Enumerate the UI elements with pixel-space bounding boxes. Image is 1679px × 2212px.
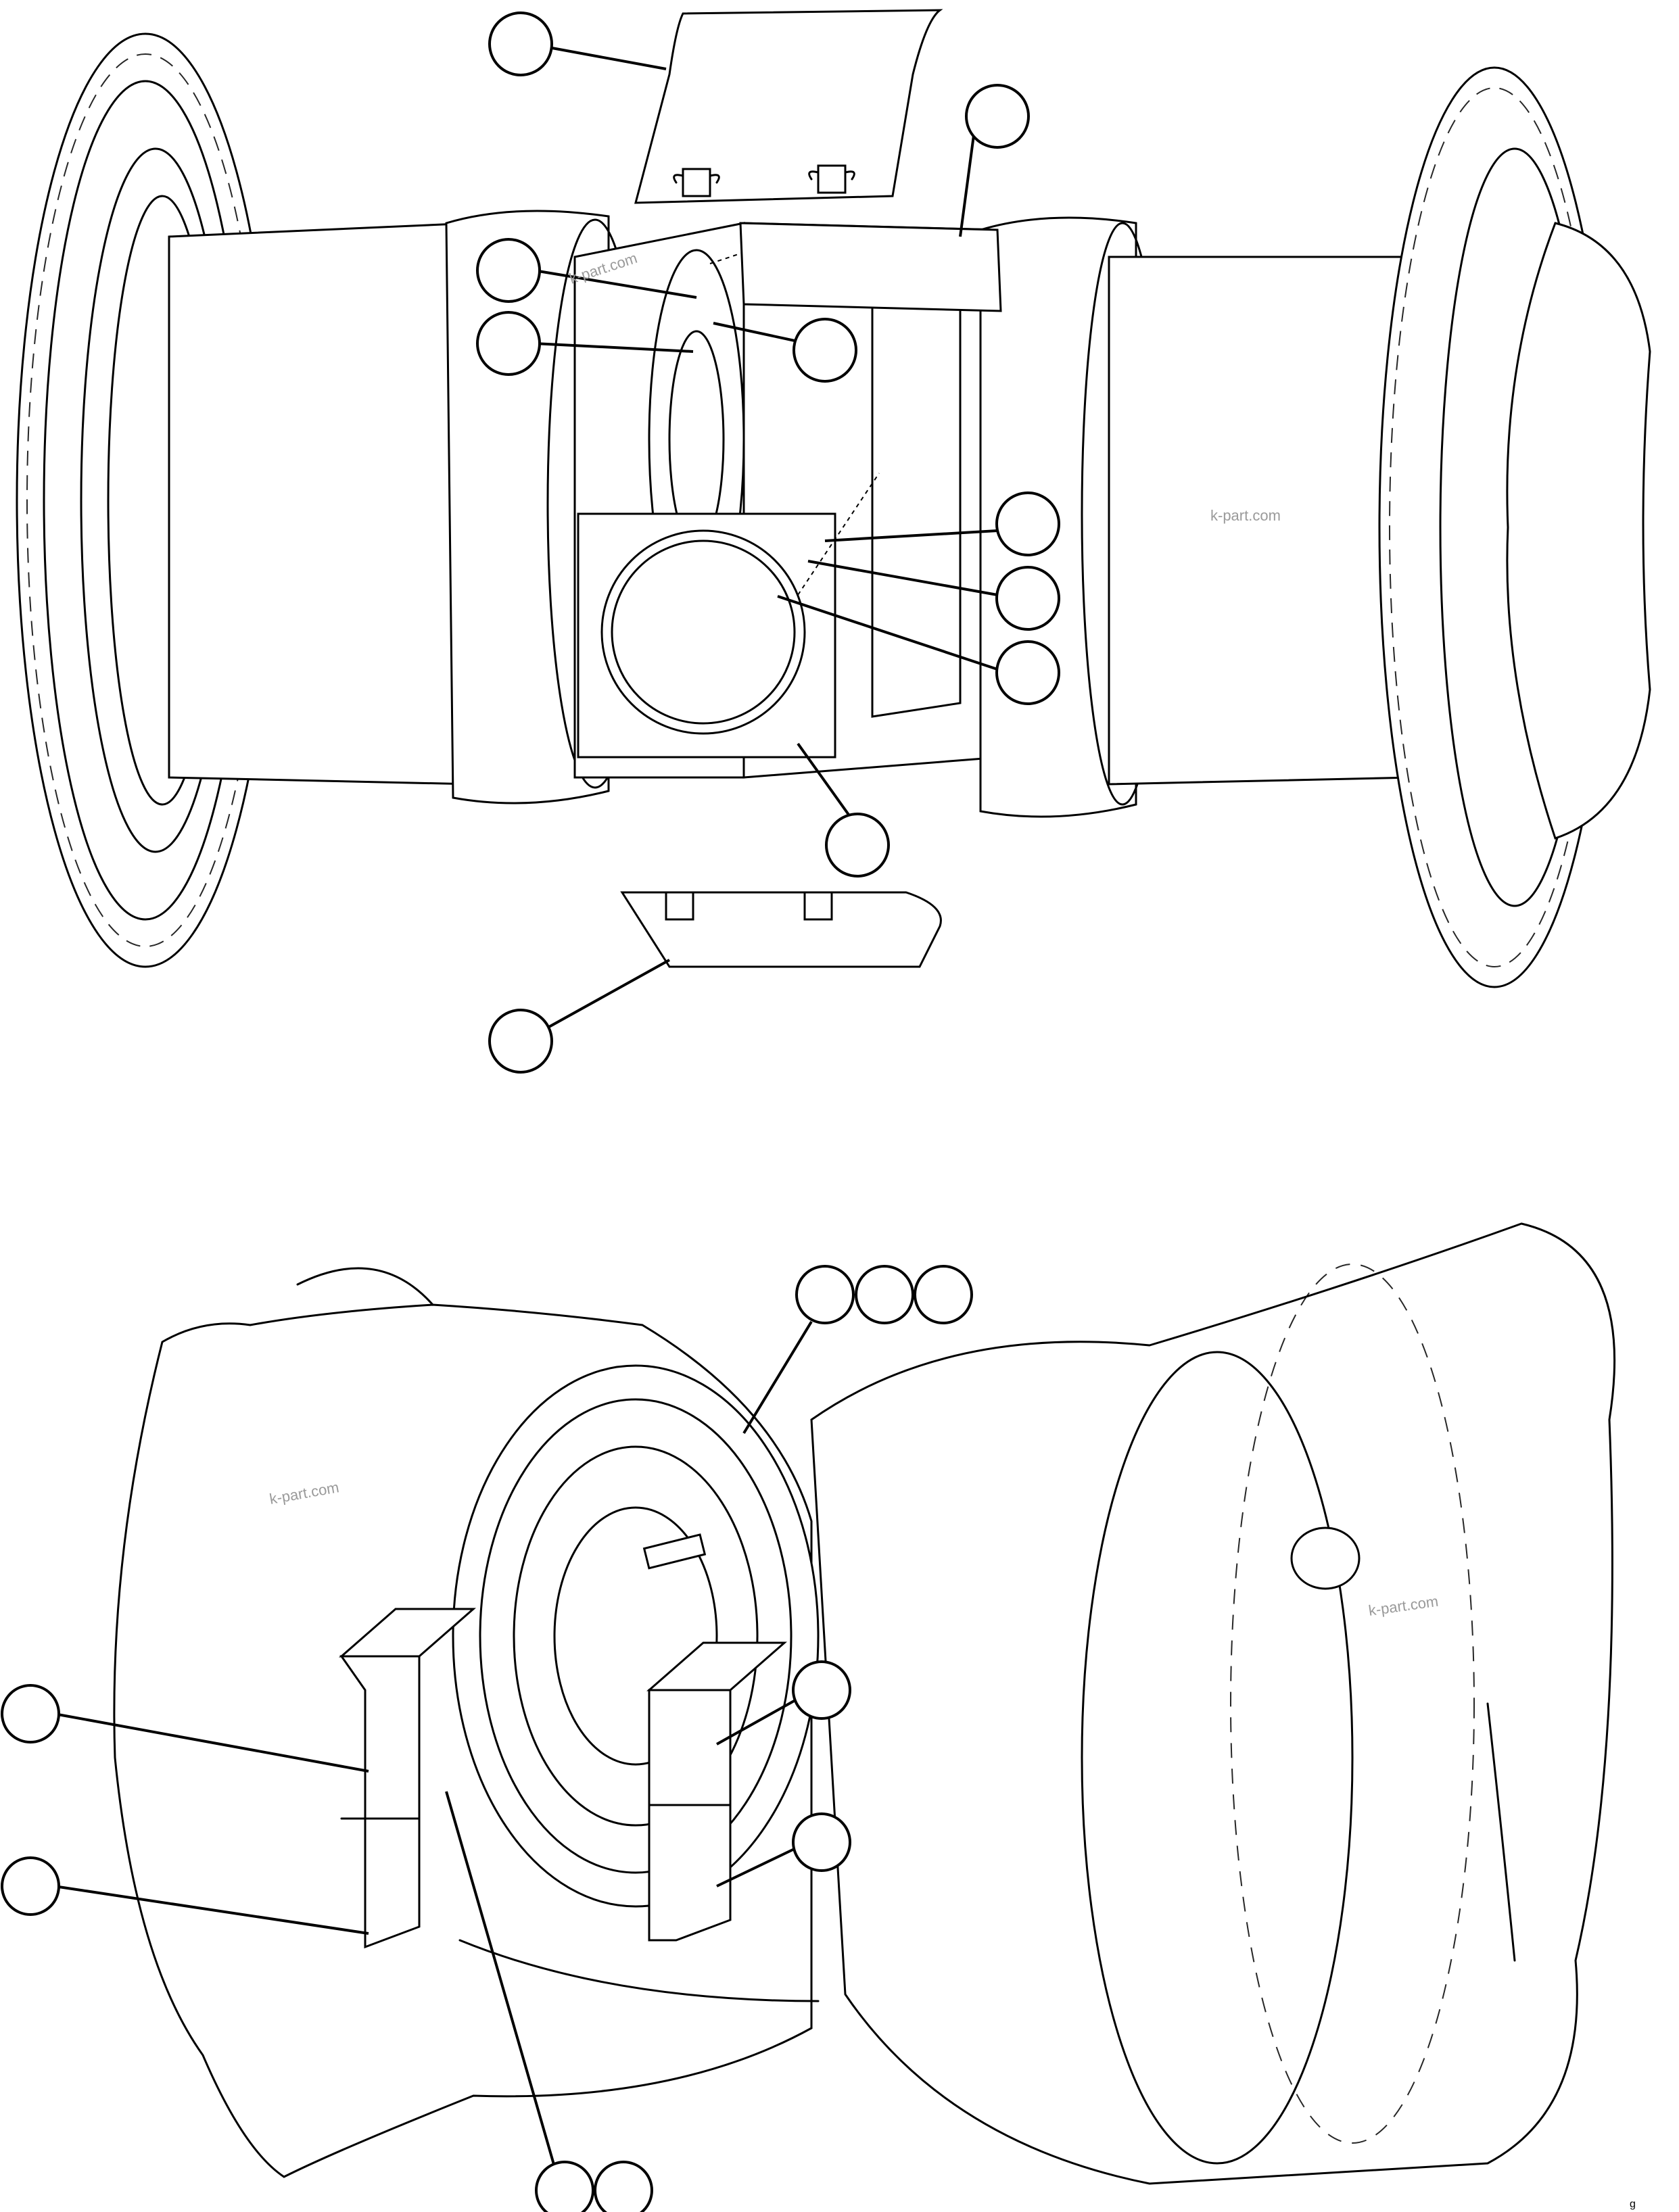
top-callout-2	[959, 84, 1030, 237]
bottom-callout-group-bottom	[445, 1791, 653, 2212]
right-guard-block	[646, 1641, 787, 1942]
top-callout-9	[797, 742, 890, 877]
bottom-callout-right-upper	[716, 1660, 851, 1746]
watermark-2: k-part.com	[1210, 507, 1281, 524]
left-barrel	[168, 222, 475, 786]
top-cover	[634, 9, 943, 204]
cover-latch-left	[673, 168, 720, 197]
central-hub	[452, 1364, 820, 1908]
top-callout-8	[777, 595, 1060, 705]
bottom-callout-right-lower	[716, 1812, 851, 1888]
top-callout-5	[713, 318, 857, 383]
right-flange-edge	[1486, 1702, 1516, 1962]
bottom-callout-group-top	[742, 1265, 973, 1435]
nameplate	[642, 1533, 707, 1570]
top-callout-6	[824, 491, 1060, 556]
bottom-callout-left-upper	[1, 1684, 369, 1773]
top-callout-7	[807, 560, 1060, 631]
top-callout-4	[476, 311, 694, 376]
top-callout-10	[488, 959, 670, 1074]
figure-id: g	[1630, 2198, 1636, 2210]
top-callout-1	[488, 11, 667, 76]
top-callout-3	[476, 238, 697, 303]
bottom-axle-assembly	[113, 1222, 1616, 2185]
right-ring-gear	[1378, 66, 1651, 988]
bottom-cover-latch-left	[665, 891, 694, 921]
cover-latch-right	[808, 164, 855, 194]
dome-cap	[1290, 1526, 1361, 1590]
bottom-cover	[620, 891, 942, 968]
center-housing	[573, 222, 1002, 779]
left-flange	[296, 1267, 434, 1306]
right-wheel-shell	[810, 1222, 1616, 2185]
drain-tube	[458, 1939, 820, 2002]
back-plate	[739, 222, 1002, 312]
left-guard-block	[339, 1608, 476, 1949]
bottom-cover-latch-right	[803, 891, 833, 921]
bottom-callout-left-lower	[1, 1856, 369, 1935]
